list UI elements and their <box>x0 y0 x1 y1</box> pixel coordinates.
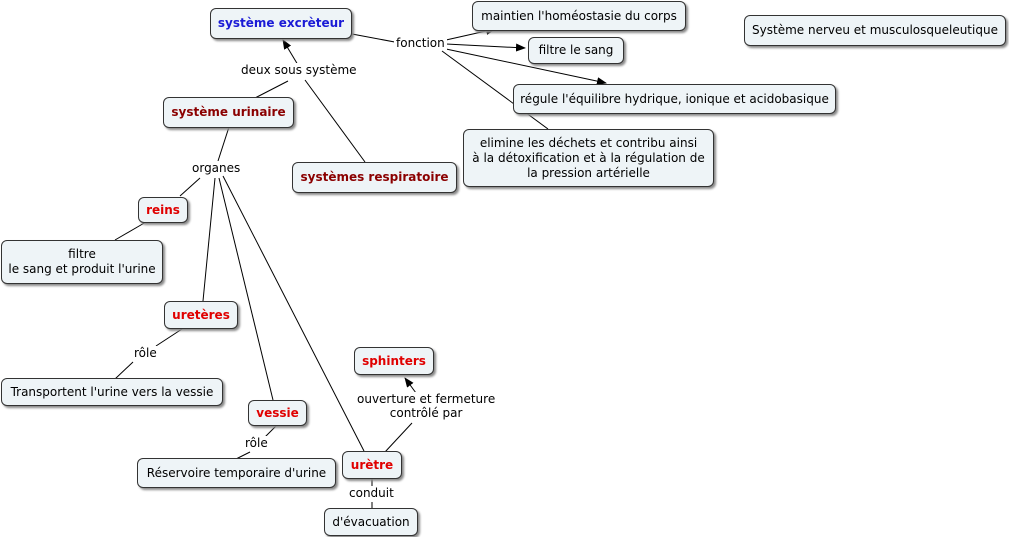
concept-elimine[interactable]: elimine les déchets et contribu ainsi à … <box>463 129 714 187</box>
link-role-reservoire <box>235 451 251 460</box>
link-excreteur-fonction <box>351 33 401 44</box>
concept-filtre-le-sang[interactable]: filtre le sang <box>528 37 624 64</box>
link-soussysteme-excreteur <box>282 39 299 66</box>
concept-systemes-respiratoire[interactable]: systèmes respiratoire <box>292 162 457 193</box>
concept-vessie[interactable]: vessie <box>248 400 307 426</box>
concept-sphinters[interactable]: sphinters <box>354 347 434 375</box>
concept-ureteres-role[interactable]: Transportent l'urine vers la vessie <box>1 378 223 406</box>
link-fonction-filtre <box>445 43 526 52</box>
link-organes-vessie <box>218 177 274 401</box>
link-uretre-ouverture <box>384 422 413 453</box>
concept-regule[interactable]: régule l'équilibre hydrique, ionique et … <box>513 84 836 114</box>
concept-ureteres[interactable]: uretères <box>164 301 238 329</box>
concept-uretre[interactable]: urètre <box>342 451 402 479</box>
concept-systeme-urinaire[interactable]: système urinaire <box>163 97 294 128</box>
link-label-ouverture: ouverture et fermeture contrôlé par <box>355 392 498 420</box>
link-urinaire-organes <box>217 126 230 162</box>
concept-evacuation[interactable]: d'évacuation <box>324 508 418 536</box>
link-organes-reins <box>179 177 201 197</box>
link-soussysteme-urinaire <box>254 80 289 99</box>
link-fonction-elimine <box>441 50 549 130</box>
link-label-organes: organes <box>190 161 243 175</box>
link-fonction-regule <box>445 48 607 86</box>
concept-homeostasie[interactable]: maintien l'homéostasie du corps <box>472 1 686 31</box>
link-label-fonction: fonction <box>394 36 447 50</box>
link-role-transportent <box>114 361 134 380</box>
link-label-conduit: conduit <box>347 486 396 500</box>
link-label-role-vessie: rôle <box>243 436 270 450</box>
concept-vessie-role[interactable]: Réservoire temporaire d'urine <box>137 458 336 488</box>
link-organes-uretre <box>222 175 365 452</box>
link-ouverture-sphinters <box>404 377 417 394</box>
link-label-role-ureteres: rôle <box>132 346 159 360</box>
concept-reins-role[interactable]: filtre le sang et produit l'urine <box>1 240 163 284</box>
link-vessie-role <box>264 425 277 438</box>
link-label-deux-sous-systeme: deux sous système <box>239 63 359 77</box>
concept-reins[interactable]: reins <box>138 197 188 223</box>
concept-systeme-excreteur[interactable]: système excrèteur <box>210 8 352 39</box>
link-organes-ureteres <box>202 177 216 302</box>
link-ureteres-role <box>155 328 183 347</box>
concept-systeme-nerveux[interactable]: Système nerveu et musculosqueleutique <box>744 15 1006 46</box>
link-soussysteme-respiratoire <box>304 79 366 163</box>
link-reins-role <box>114 221 147 241</box>
